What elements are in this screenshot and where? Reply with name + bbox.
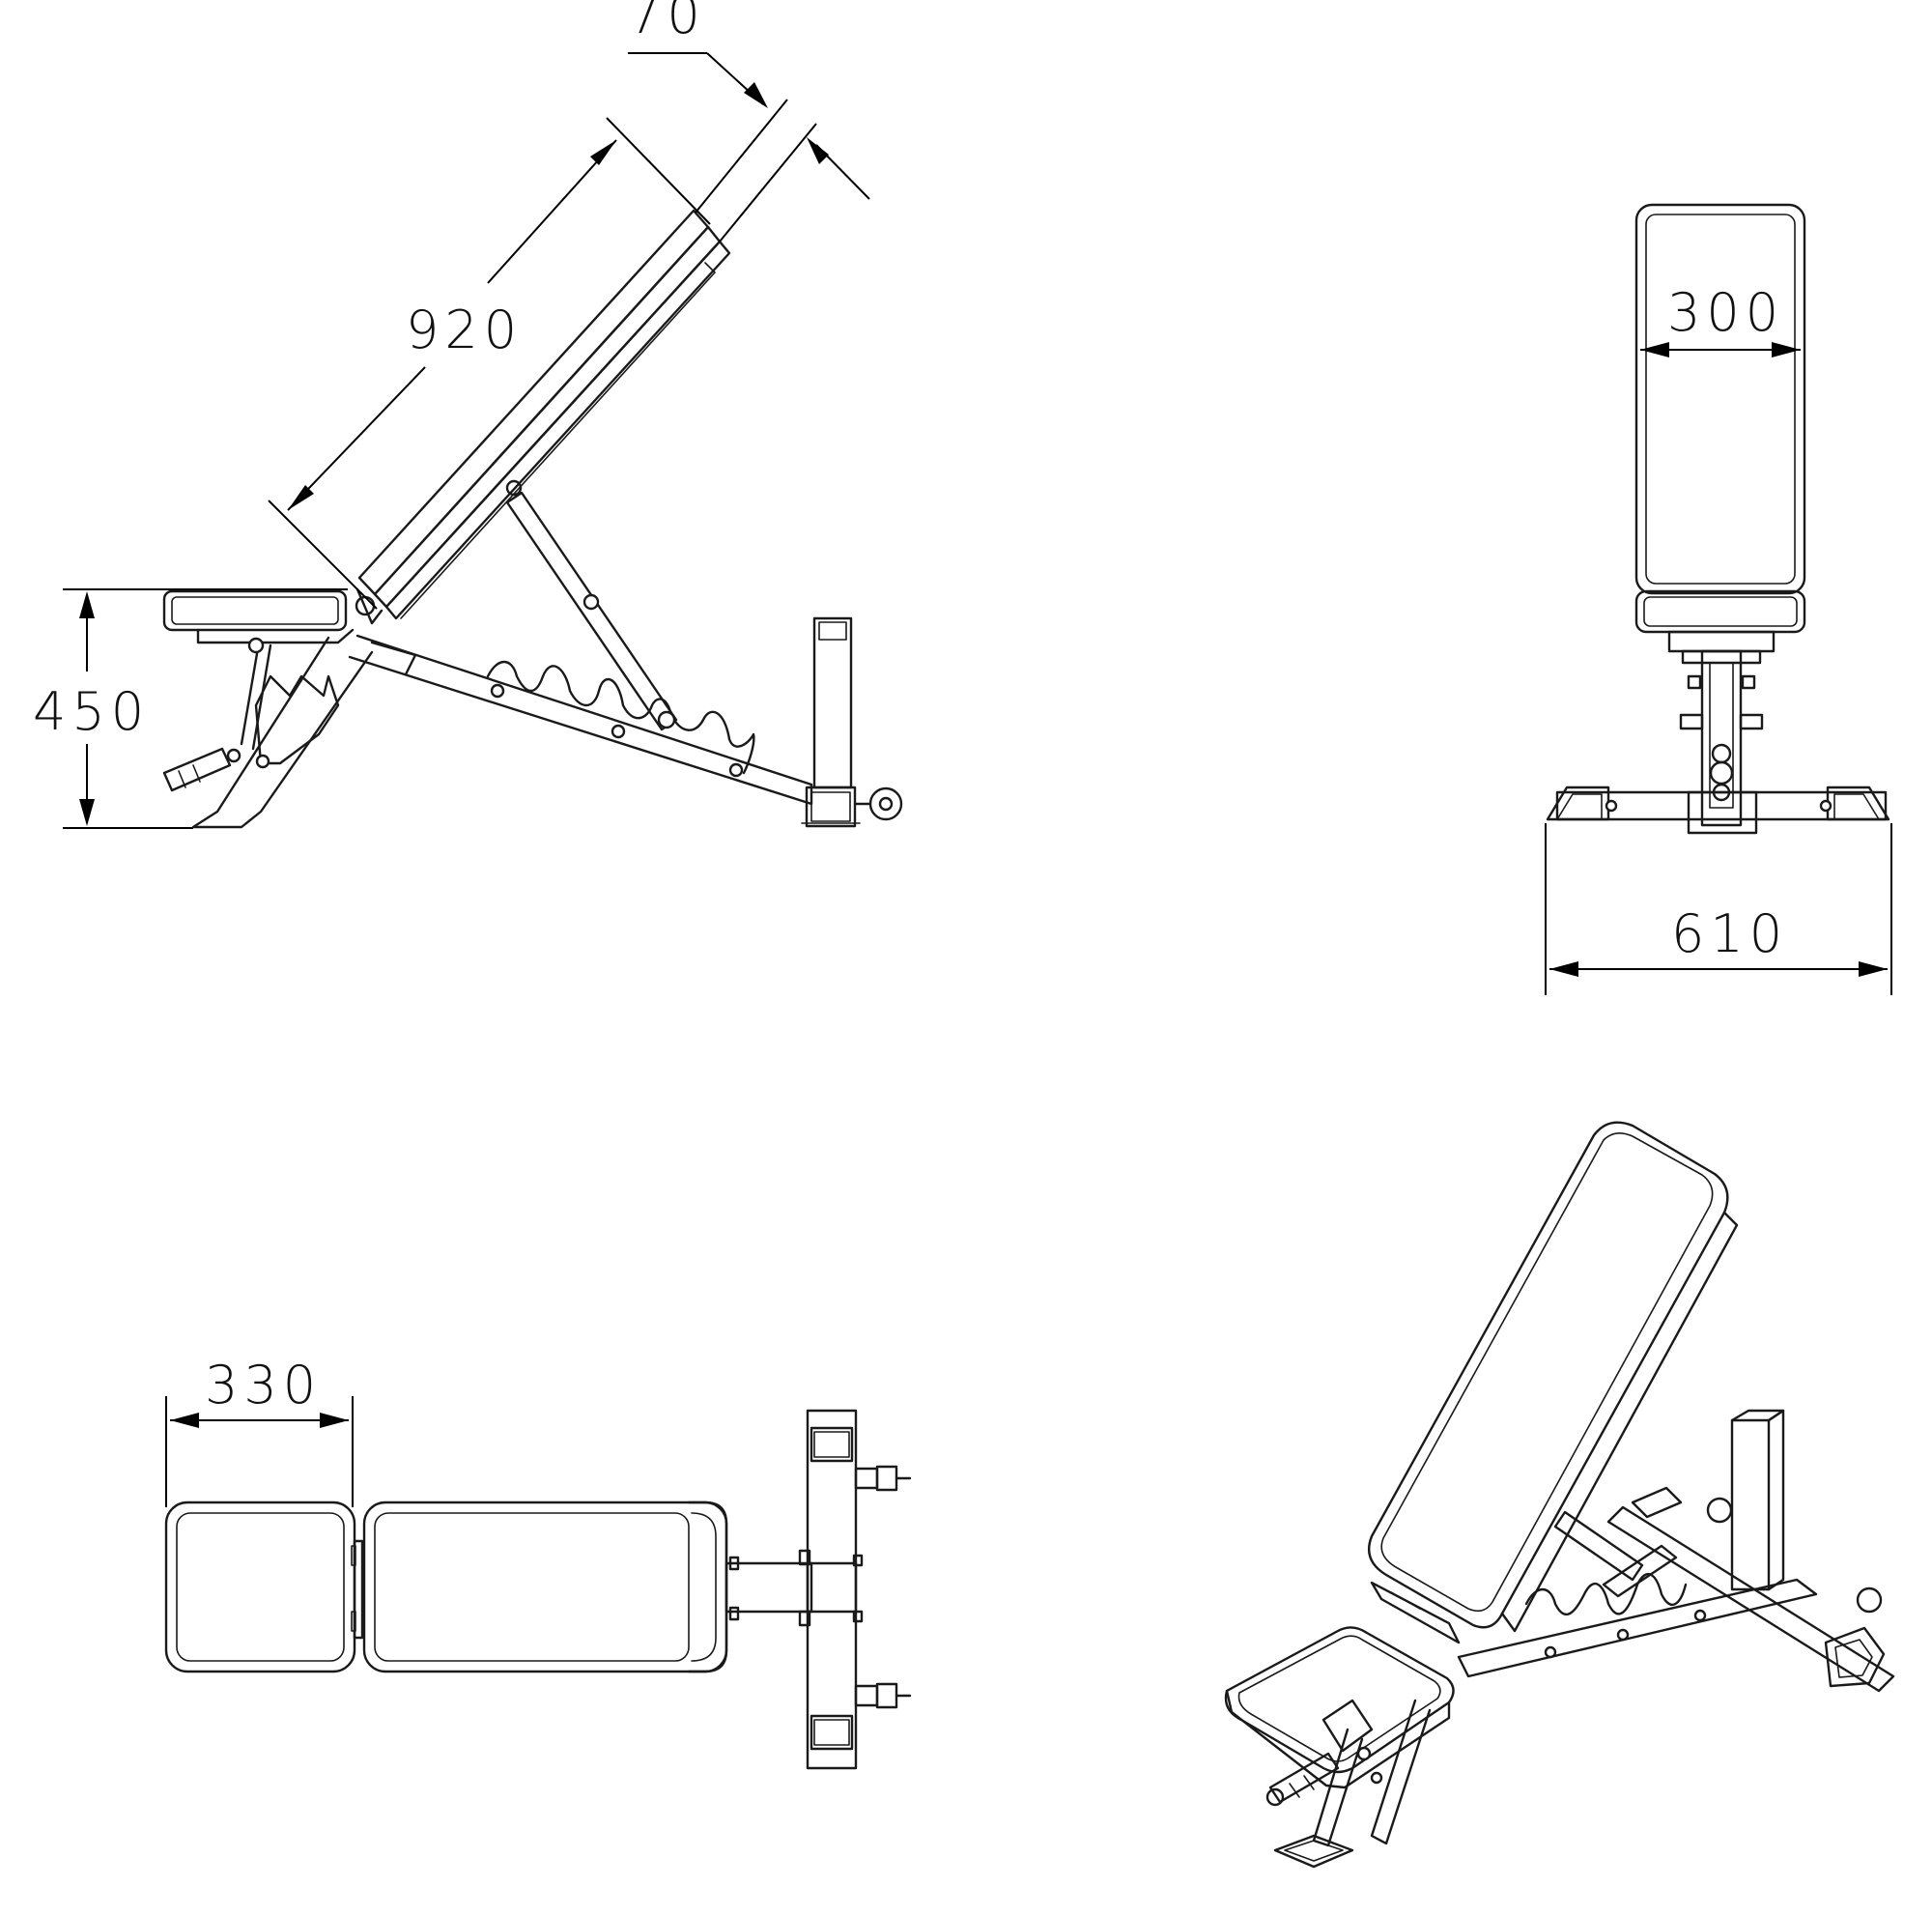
dim-pad-thickness: 70 xyxy=(628,0,706,45)
dim-seat-height: 450 xyxy=(33,681,150,742)
side-view: 450 xyxy=(33,0,903,829)
isometric-view xyxy=(1224,1121,1895,1869)
dim-backrest-width: 300 xyxy=(1667,282,1784,343)
top-view: 330 xyxy=(164,1355,912,1770)
dim-backrest-length: 920 xyxy=(406,300,523,360)
front-view: 300 610 xyxy=(1545,203,1892,995)
dim-base-width: 610 xyxy=(1671,903,1788,964)
dim-seat-length: 330 xyxy=(205,1355,322,1415)
